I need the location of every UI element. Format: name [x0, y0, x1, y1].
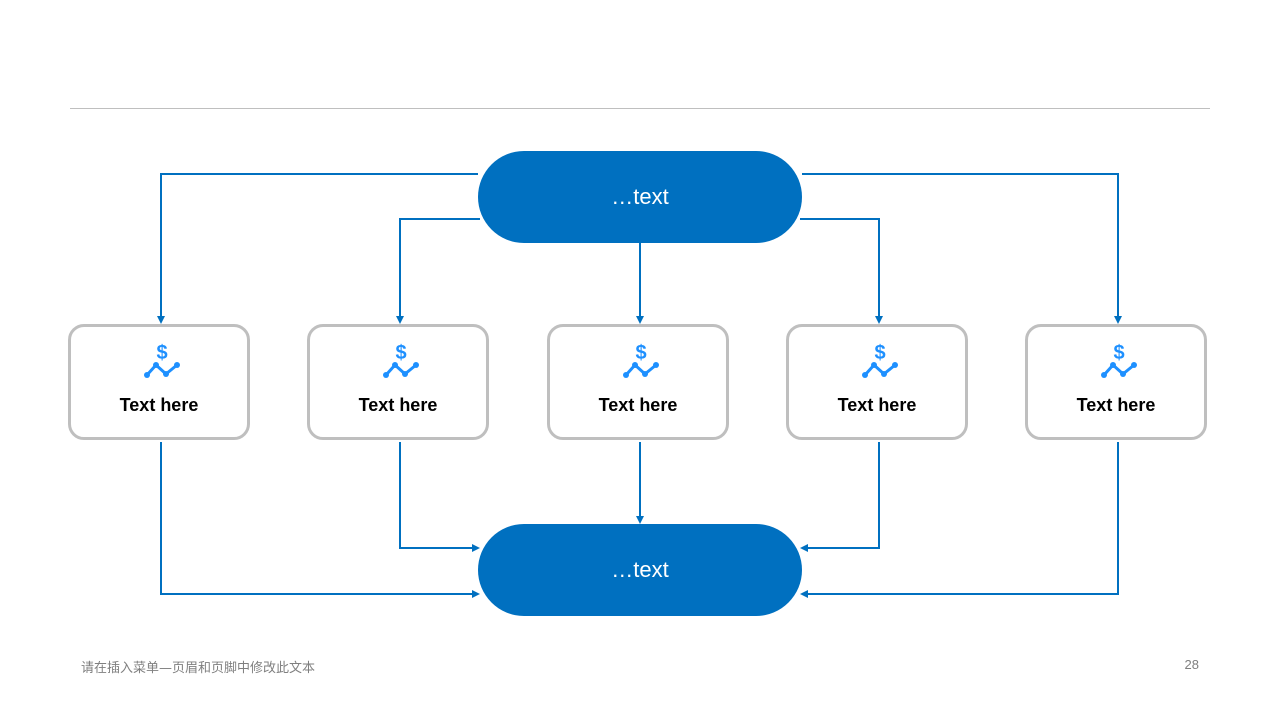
item-label: Text here [119, 395, 199, 415]
bottom-node-label: …text [611, 557, 669, 582]
item-label: Text here [1076, 395, 1156, 415]
dollar-trend-icon: $ [1101, 342, 1137, 378]
svg-text:$: $ [156, 342, 167, 364]
connector-top-to-item-2 [396, 218, 480, 324]
top-node: …text [478, 151, 802, 243]
item-card-3: $ Text here [547, 324, 729, 440]
svg-text:$: $ [635, 342, 646, 364]
dollar-trend-icon: $ [623, 342, 659, 378]
item-label: Text here [598, 395, 678, 415]
dollar-trend-icon: $ [862, 342, 898, 378]
top-divider [70, 108, 1210, 109]
svg-text:$: $ [395, 342, 406, 364]
footer-text: 请在插入菜单—页眉和页脚中修改此文本 [81, 661, 316, 676]
dollar-trend-icon: $ [144, 342, 180, 378]
connector-top-to-item-4 [800, 218, 883, 324]
item-label: Text here [837, 395, 917, 415]
item-label: Text here [358, 395, 438, 415]
top-node-label: …text [611, 184, 669, 209]
bottom-node: …text [478, 524, 802, 616]
page-number: 28 [1184, 657, 1199, 672]
item-card-4: $ Text here [786, 324, 968, 440]
connector-item-4-to-bottom [800, 442, 880, 552]
item-card-5: $ Text here [1025, 324, 1207, 440]
item-card-1: $ Text here [68, 324, 250, 440]
item-card-2: $ Text here [307, 324, 489, 440]
connector-item-2-to-bottom [399, 442, 480, 552]
connector-top-to-item-5 [802, 173, 1122, 324]
svg-text:$: $ [874, 342, 885, 364]
svg-text:$: $ [1113, 342, 1124, 364]
dollar-trend-icon: $ [383, 342, 419, 378]
connector-top-to-item-1 [157, 173, 478, 324]
connector-item-1-to-bottom [160, 442, 480, 598]
connector-item-5-to-bottom [800, 442, 1119, 598]
